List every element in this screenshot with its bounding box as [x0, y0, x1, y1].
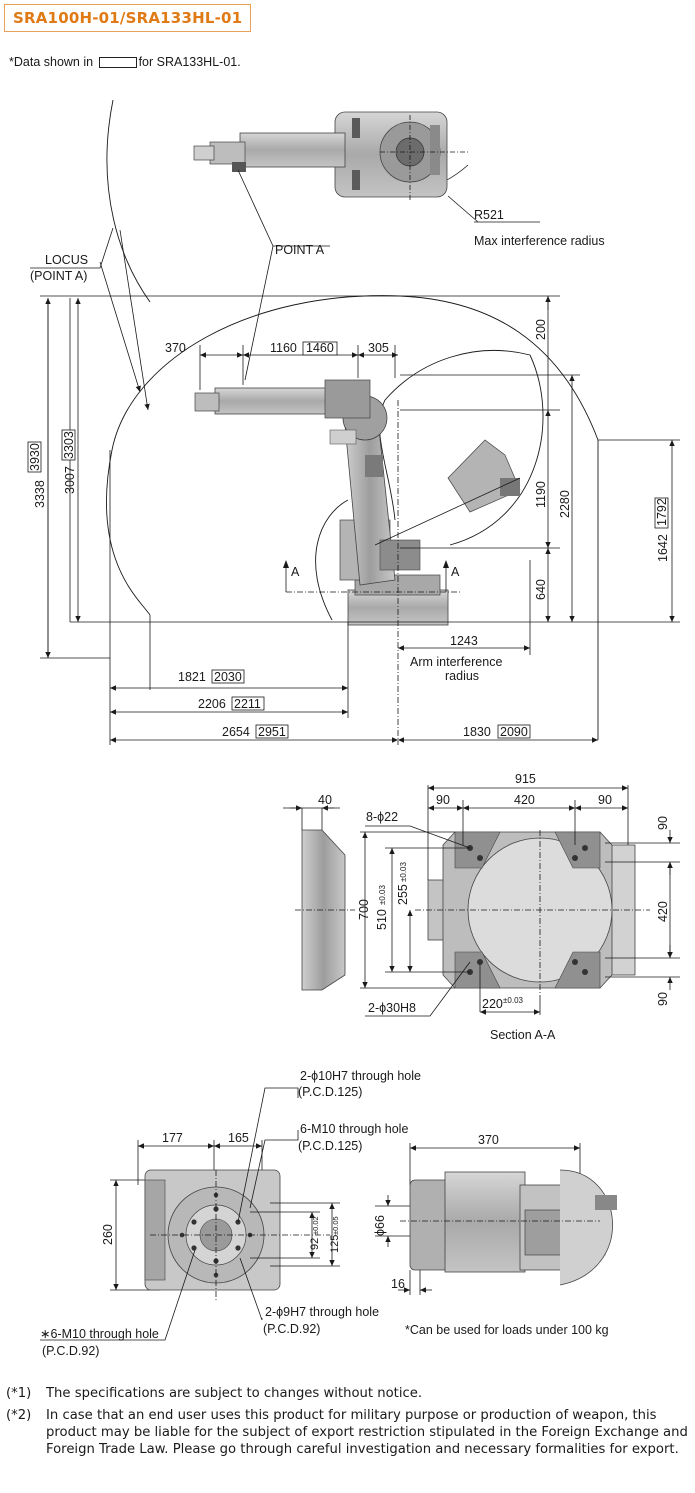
dim-915: 915 — [515, 772, 536, 786]
dim-2206: 2206 — [198, 697, 226, 711]
dim-1460: 1460 — [306, 341, 334, 355]
label-locus: LOCUS — [45, 253, 88, 267]
dim-1243: 1243 — [450, 634, 478, 648]
dim-1830: 1830 — [463, 725, 491, 739]
dim-177: 177 — [162, 1131, 183, 1145]
label-2-holes: 2-ϕ30H8 — [368, 1001, 416, 1015]
label-max-interference: Max interference radius — [474, 234, 605, 248]
label-m10-125-pcd: (P.C.D.125) — [298, 1139, 362, 1153]
dim-220: 220 — [482, 997, 503, 1011]
data-note-suffix: for SRA133HL-01. — [138, 55, 241, 69]
label-hole-9h7: 2-ϕ9H7 through hole — [265, 1305, 379, 1319]
dim-370: 370 — [165, 341, 186, 355]
dim-92: 92 — [309, 1238, 321, 1250]
dim-2090: 2090 — [500, 725, 528, 739]
tol-125: ±0.05 — [331, 1216, 340, 1235]
dim-1190: 1190 — [534, 481, 548, 508]
tol-92: ±0.02 — [311, 1216, 320, 1235]
dim-260: 260 — [101, 1224, 115, 1245]
dim-125: 125 — [329, 1235, 341, 1253]
base-side-profile — [295, 829, 355, 991]
dim-3338: 3338 — [33, 480, 47, 508]
dim-370-wrist: 370 — [478, 1133, 499, 1147]
dim-2280: 2280 — [558, 490, 572, 518]
label-arm-radius: radius — [445, 669, 479, 683]
dim-40: 40 — [318, 793, 332, 807]
dim-1821: 1821 — [178, 670, 206, 684]
load-note: *Can be used for loads under 100 kg — [405, 1323, 609, 1337]
dim-90-r2: 90 — [656, 992, 670, 1006]
dim-420-right: 420 — [656, 901, 670, 922]
dim-3930: 3930 — [28, 443, 42, 471]
dimension-drawing: R521 Max interference radius POINT A LOC… — [27, 99, 680, 1358]
dim-200: 200 — [534, 319, 548, 340]
dim-640: 640 — [534, 579, 548, 600]
dim-2654: 2654 — [222, 725, 250, 739]
footnote-2-text: In case that an end user uses this produ… — [46, 1408, 688, 1457]
label-locus-sub: (POINT A) — [30, 269, 87, 283]
section-caption: Section A-A — [490, 1028, 556, 1042]
label-m10-92-pcd: (P.C.D.92) — [42, 1344, 99, 1358]
dim-90-right: 90 — [598, 793, 612, 807]
dim-90-r1: 90 — [656, 816, 670, 830]
robot-side-view — [194, 379, 521, 626]
dim-420-top: 420 — [514, 793, 535, 807]
dim-90-left: 90 — [436, 793, 450, 807]
dim-1792: 1792 — [655, 498, 669, 526]
section-mark-left: A — [291, 565, 300, 579]
dim-3303: 3303 — [62, 431, 76, 459]
label-r521: R521 — [474, 208, 504, 222]
label-hole-10h7-pcd: (P.C.D.125) — [298, 1085, 362, 1099]
tol-255: ±0.03 — [399, 861, 408, 882]
label-point-a: POINT A — [275, 243, 325, 257]
dim-2030: 2030 — [214, 670, 242, 684]
label-hole-10h7: 2-ϕ10H7 through hole — [300, 1069, 421, 1083]
footnote-2: (*2) In case that an end user uses this … — [6, 1407, 691, 1458]
robot-top-view — [193, 111, 448, 198]
dim-3007: 3007 — [63, 466, 77, 494]
dim-165: 165 — [228, 1131, 249, 1145]
footnotes: (*1) The specifications are subject to c… — [6, 1385, 691, 1463]
footnote-1-text: The specifications are subject to change… — [46, 1386, 423, 1401]
label-arm-interference: Arm interference — [410, 655, 502, 669]
dim-1160: 1160 — [270, 341, 297, 355]
dim-2951: 2951 — [258, 725, 286, 739]
page-title: SRA100H-01/SRA133HL-01 — [4, 4, 252, 32]
dim-2211: 2211 — [234, 697, 261, 711]
label-m10-92: ∗6-M10 through hole — [40, 1327, 159, 1341]
wrist-front-view — [144, 1169, 281, 1291]
data-note-prefix: *Data shown in — [9, 55, 94, 69]
tol-220: ±0.03 — [503, 996, 524, 1005]
dim-16: 16 — [391, 1277, 405, 1291]
data-note: *Data shown in for SRA133HL-01. — [9, 55, 241, 69]
dim-1642: 1642 — [656, 534, 670, 562]
label-8-holes: 8-ϕ22 — [366, 810, 398, 824]
label-hole-9h7-pcd: (P.C.D.92) — [263, 1322, 320, 1336]
dim-phi66: ϕ66 — [373, 1215, 387, 1236]
footnote-1-mark: (*1) — [6, 1386, 32, 1401]
footnote-2-mark: (*2) — [6, 1408, 32, 1423]
dim-255: 255 — [396, 884, 410, 905]
data-note-box — [98, 57, 137, 69]
footnote-1: (*1) The specifications are subject to c… — [6, 1385, 691, 1402]
wrist-side-view — [409, 1169, 617, 1286]
dim-700: 700 — [357, 899, 371, 920]
dim-510: 510 — [375, 909, 389, 930]
dim-305: 305 — [368, 341, 389, 355]
tol-510: ±0.03 — [378, 884, 387, 905]
label-m10-125: 6-M10 through hole — [300, 1122, 408, 1136]
section-mark-right: A — [451, 565, 460, 579]
